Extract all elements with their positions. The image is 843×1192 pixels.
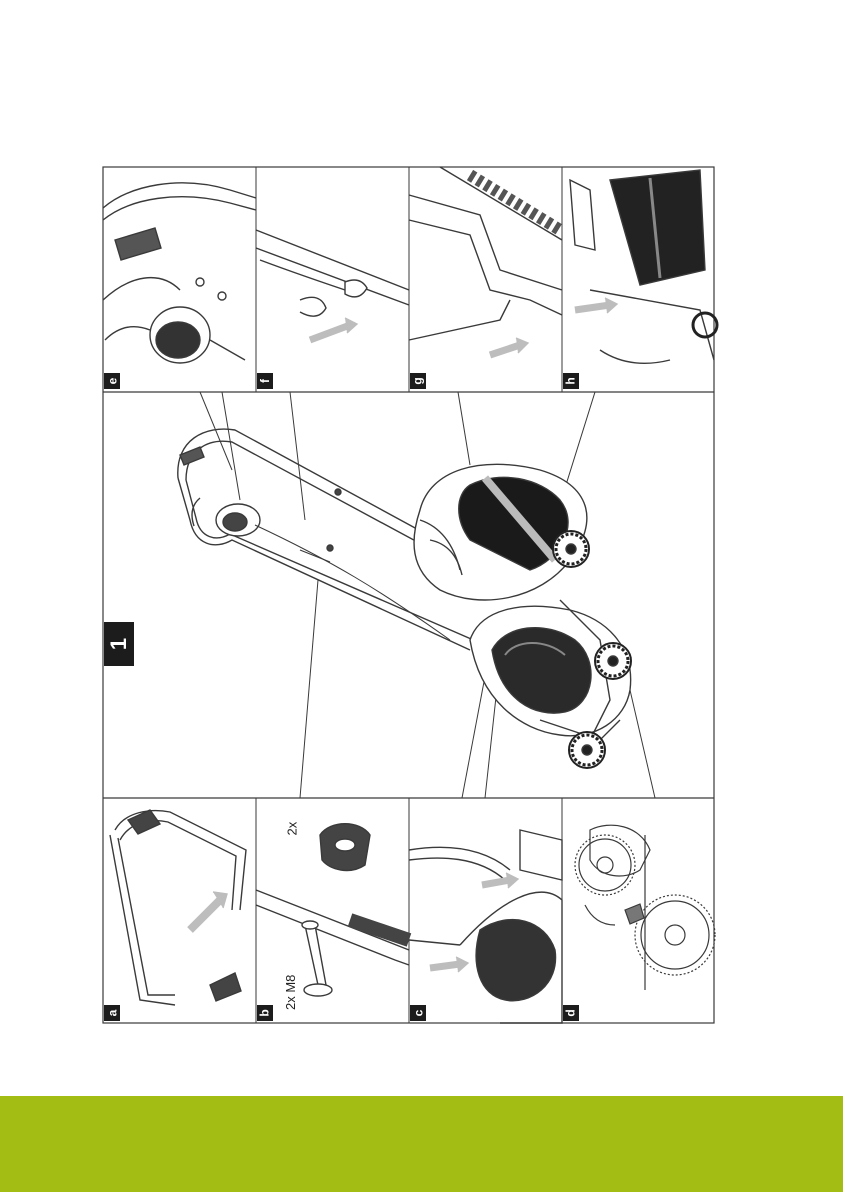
panel-a-drawing <box>110 810 246 1005</box>
panel-label-a: a <box>104 1005 120 1021</box>
panel-label-b: b <box>257 1005 273 1021</box>
panel-g-drawing <box>409 167 562 355</box>
panel-label-g: g <box>410 373 426 389</box>
panel-h-drawing <box>570 170 717 363</box>
panel-label-e: e <box>104 373 120 389</box>
panel-c-drawing <box>409 830 562 1023</box>
bolt-spec-annotation: 2x M8 <box>283 1010 303 1011</box>
panel-d-drawing <box>575 825 715 990</box>
panel-b-drawing <box>256 824 409 996</box>
lawnmower-illustration <box>178 429 631 768</box>
panel-e-drawing <box>103 183 256 363</box>
panel-label-h: h <box>563 373 579 389</box>
footer-color-bar <box>0 1096 843 1192</box>
panel-f-drawing <box>256 230 409 340</box>
figure-number: 1 <box>104 622 134 666</box>
panel-label-c: c <box>410 1005 426 1021</box>
panel-label-d: d <box>563 1005 579 1021</box>
knob-count-annotation: 2x <box>282 818 302 838</box>
panel-label-f: f <box>257 373 273 389</box>
